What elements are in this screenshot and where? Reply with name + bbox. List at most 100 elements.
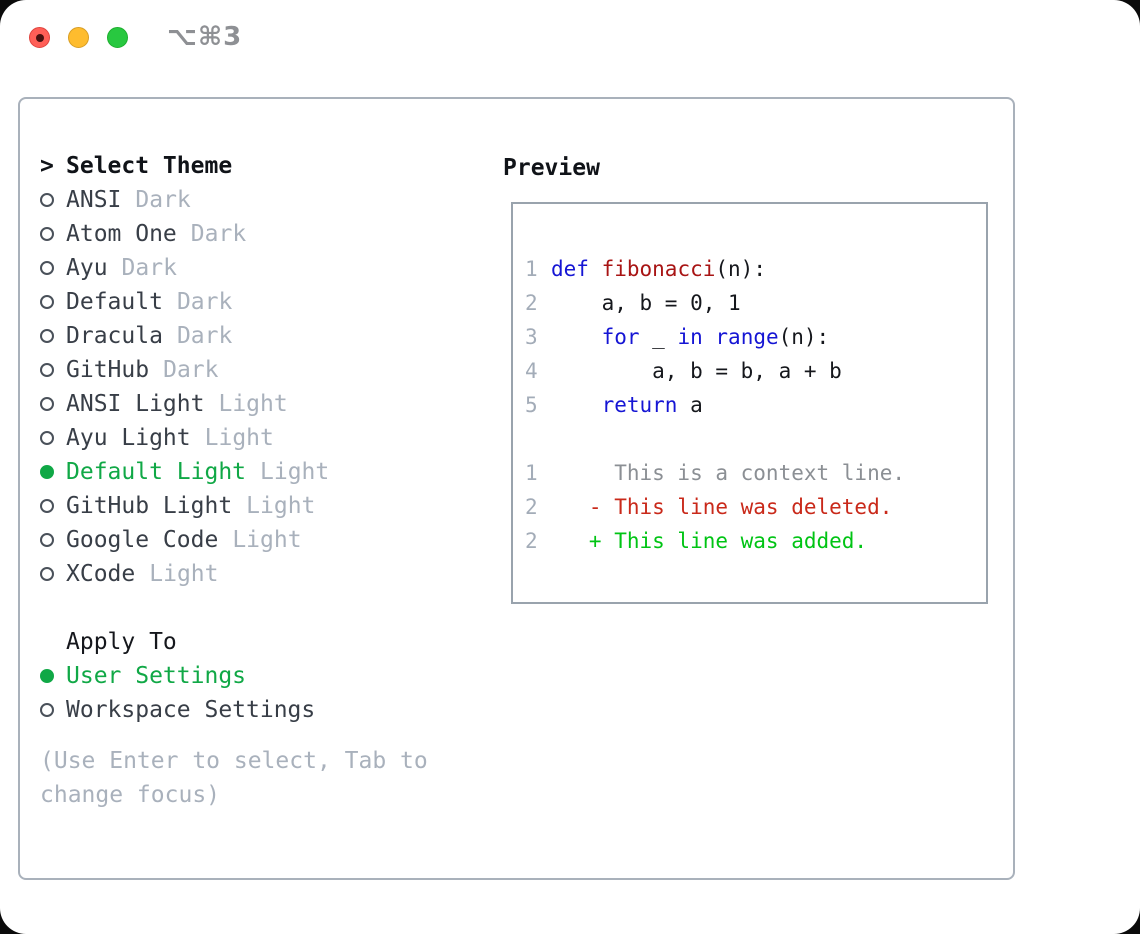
select-theme-header: > Select Theme bbox=[40, 149, 480, 183]
radio-icon bbox=[40, 533, 54, 547]
radio-marker bbox=[40, 703, 66, 717]
title-bar: ⌥⌘3 bbox=[0, 0, 1140, 76]
code-token: a, b = 0, 1 bbox=[551, 291, 741, 315]
unsaved-indicator-icon bbox=[35, 33, 44, 42]
line-number: 2 bbox=[525, 291, 538, 315]
preview-title: Preview bbox=[503, 155, 600, 181]
theme-name: Dracula bbox=[66, 323, 163, 349]
theme-variant: Light bbox=[260, 459, 330, 485]
code-line: 5 return a bbox=[525, 388, 986, 422]
line-number: 3 bbox=[525, 325, 538, 349]
code-token bbox=[551, 393, 602, 417]
apply-to-label: Workspace Settings bbox=[66, 697, 316, 723]
code-token: return bbox=[601, 393, 678, 417]
theme-option[interactable]: GitHub Light Light bbox=[40, 489, 480, 523]
theme-name: Default bbox=[66, 289, 163, 315]
code-line: 2 + This line was added. bbox=[525, 524, 986, 558]
radio-marker bbox=[40, 669, 66, 683]
code-token: a bbox=[677, 393, 703, 417]
code-token: (n): bbox=[778, 325, 830, 349]
radio-icon bbox=[40, 703, 54, 717]
code-line: 3 for _ in range(n): bbox=[525, 320, 986, 354]
apply-to-option[interactable]: Workspace Settings bbox=[40, 693, 480, 727]
theme-name: Ayu Light bbox=[66, 425, 191, 451]
apply-to-option[interactable]: User Settings bbox=[40, 659, 480, 693]
line-number: 5 bbox=[525, 393, 538, 417]
minimize-button[interactable] bbox=[68, 27, 89, 48]
code-token: in bbox=[677, 325, 703, 349]
close-button[interactable] bbox=[29, 27, 50, 48]
code-token: for bbox=[601, 325, 640, 349]
code-token: a, b = b, a + b bbox=[551, 359, 842, 383]
line-number: 2 bbox=[525, 495, 538, 519]
apply-to-header: Apply To bbox=[66, 629, 177, 655]
theme-variant: Dark bbox=[176, 289, 233, 315]
radio-marker bbox=[40, 431, 66, 445]
code-token: + This line was added. bbox=[551, 529, 868, 553]
code-token: range bbox=[715, 325, 779, 349]
code-line: 2 - This line was deleted. bbox=[525, 490, 986, 524]
radio-icon bbox=[40, 193, 54, 207]
cursor-marker: > bbox=[40, 153, 66, 179]
code-line: 2 a, b = 0, 1 bbox=[525, 286, 986, 320]
theme-variant: Dark bbox=[121, 255, 177, 281]
theme-name: XCode bbox=[66, 561, 136, 587]
radio-marker bbox=[40, 567, 66, 581]
window-title: ⌥⌘3 bbox=[167, 22, 243, 52]
theme-variant: Light bbox=[149, 561, 219, 587]
theme-variant: Dark bbox=[176, 323, 233, 349]
apply-to-label: User Settings bbox=[66, 663, 247, 689]
code-token bbox=[589, 257, 602, 281]
theme-name: Atom One bbox=[66, 221, 177, 247]
keyboard-hint: (Use Enter to select, Tab to change focu… bbox=[40, 748, 428, 808]
window-controls bbox=[29, 27, 128, 48]
code-token: (n): bbox=[715, 257, 766, 281]
zoom-button[interactable] bbox=[107, 27, 128, 48]
line-number: 4 bbox=[525, 359, 538, 383]
theme-variant: Dark bbox=[190, 221, 247, 247]
radio-marker bbox=[40, 193, 66, 207]
theme-variant: Light bbox=[246, 493, 316, 519]
radio-icon bbox=[40, 669, 54, 683]
radio-marker bbox=[40, 329, 66, 343]
theme-option[interactable]: Default Dark bbox=[40, 285, 480, 319]
code-token bbox=[703, 325, 716, 349]
theme-name: ANSI Light bbox=[66, 391, 205, 417]
radio-icon bbox=[40, 567, 54, 581]
theme-option[interactable]: XCode Light bbox=[40, 557, 480, 591]
radio-marker bbox=[40, 261, 66, 275]
code-token: fibonacci bbox=[601, 257, 716, 281]
radio-marker bbox=[40, 397, 66, 411]
radio-marker bbox=[40, 465, 66, 479]
spacer bbox=[40, 591, 480, 625]
radio-icon bbox=[40, 465, 54, 479]
theme-option[interactable]: Dracula Dark bbox=[40, 319, 480, 353]
code-token: def bbox=[551, 257, 589, 281]
radio-icon bbox=[40, 499, 54, 513]
code-token: _ bbox=[639, 325, 678, 349]
code-line: 4 a, b = b, a + b bbox=[525, 354, 986, 388]
theme-variant: Light bbox=[232, 527, 302, 553]
line-number: 2 bbox=[525, 529, 538, 553]
code-line bbox=[525, 422, 986, 456]
radio-marker bbox=[40, 363, 66, 377]
theme-option[interactable]: Atom One Dark bbox=[40, 217, 480, 251]
radio-icon bbox=[40, 329, 54, 343]
radio-icon bbox=[40, 363, 54, 377]
theme-name: GitHub Light bbox=[66, 493, 233, 519]
theme-option[interactable]: GitHub Dark bbox=[40, 353, 480, 387]
theme-variant: Dark bbox=[163, 357, 219, 383]
theme-name: GitHub bbox=[66, 357, 150, 383]
